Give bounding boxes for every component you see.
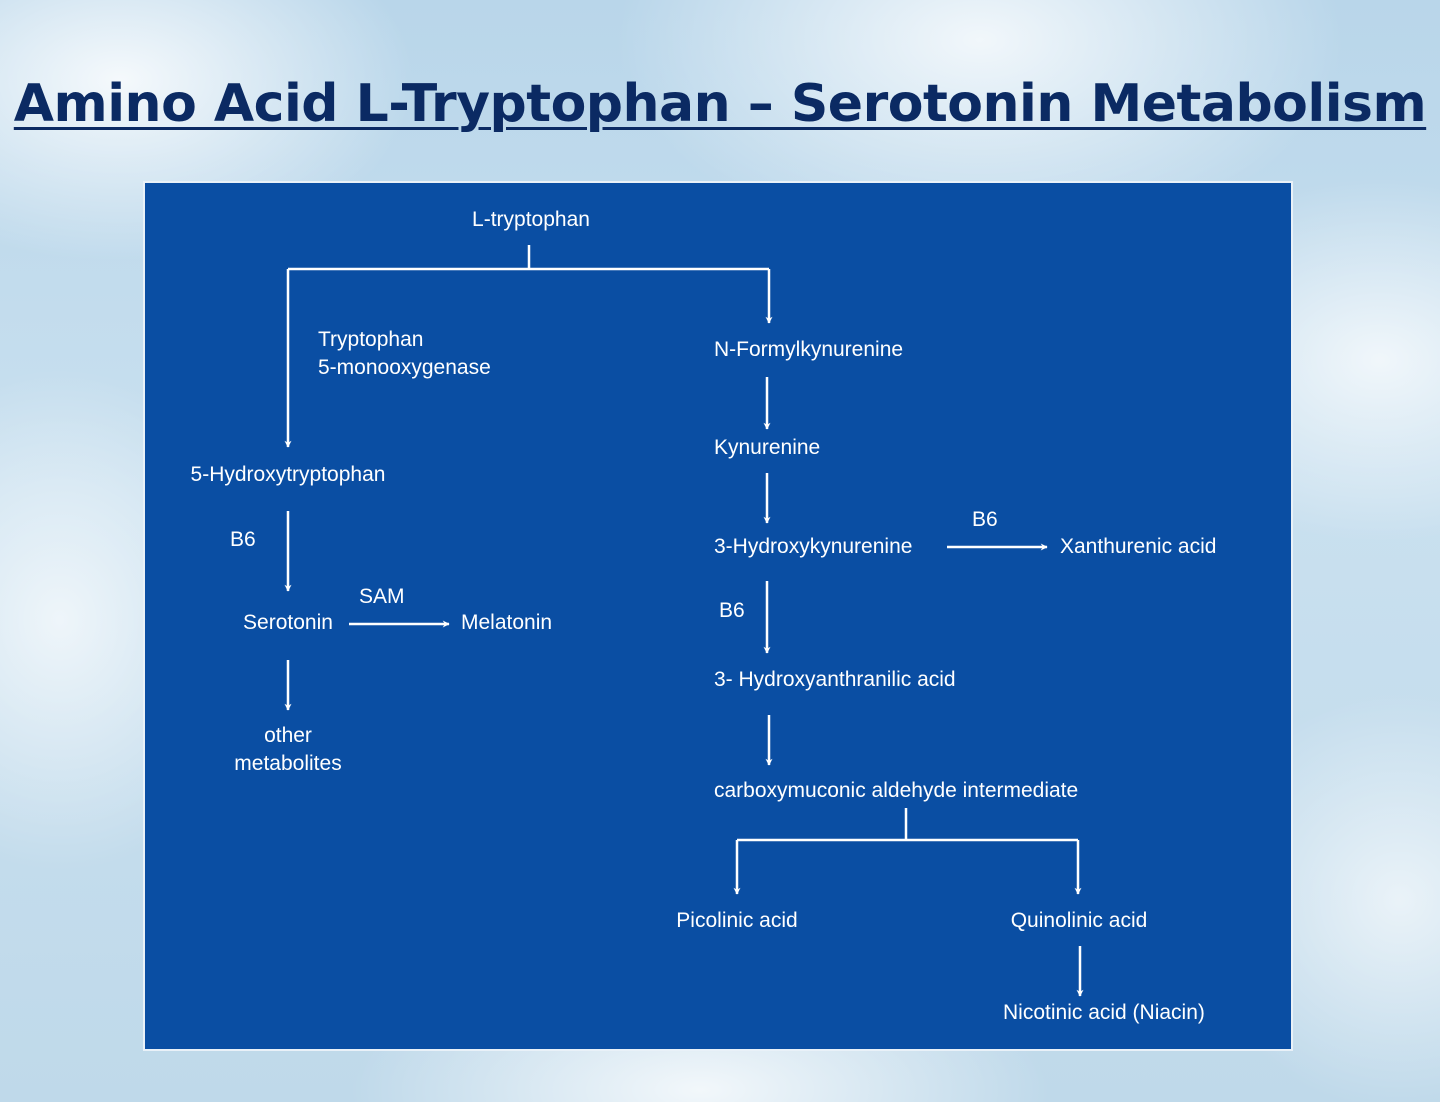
node-carboxymuconic-intermediate: carboxymuconic aldehyde intermediate	[714, 779, 1079, 802]
node-3-hydroxyanthranilic-acid: 3- Hydroxyanthranilic acid	[714, 668, 956, 691]
node-serotonin: Serotonin	[243, 611, 333, 634]
node-3-hydroxykynurenine: 3-Hydroxykynurenine	[714, 535, 913, 558]
cofactor-b6-xanthurenic: B6	[972, 508, 998, 531]
node-melatonin: Melatonin	[461, 611, 553, 634]
page-title: Amino Acid L-Tryptophan – Serotonin Meta…	[13, 74, 1427, 134]
node-xanthurenic-acid: Xanthurenic acid	[1060, 535, 1217, 558]
node-other-line2: metabolites	[234, 752, 342, 775]
node-other-line1: other	[264, 724, 312, 747]
enzyme-label-line2: 5-monooxygenase	[318, 356, 491, 379]
node-5-hydroxytryptophan: 5-Hydroxytryptophan	[190, 463, 386, 486]
enzyme-label-line1: Tryptophan	[318, 328, 424, 351]
cofactor-sam: SAM	[359, 585, 405, 608]
node-nicotinic-acid: Nicotinic acid (Niacin)	[1003, 1001, 1205, 1024]
node-picolinic-acid: Picolinic acid	[676, 909, 798, 932]
node-quinolinic-acid: Quinolinic acid	[1010, 909, 1148, 932]
diagram-panel: L-tryptophan Tryptophan 5-monooxygenase …	[143, 181, 1293, 1051]
cofactor-b6-left: B6	[230, 528, 256, 551]
pathway-connectors	[284, 245, 1084, 997]
cofactor-b6-right: B6	[719, 599, 745, 622]
node-kynurenine: Kynurenine	[714, 436, 821, 459]
node-n-formylkynurenine: N-Formylkynurenine	[714, 338, 904, 361]
node-l-tryptophan: L-tryptophan	[472, 208, 590, 231]
